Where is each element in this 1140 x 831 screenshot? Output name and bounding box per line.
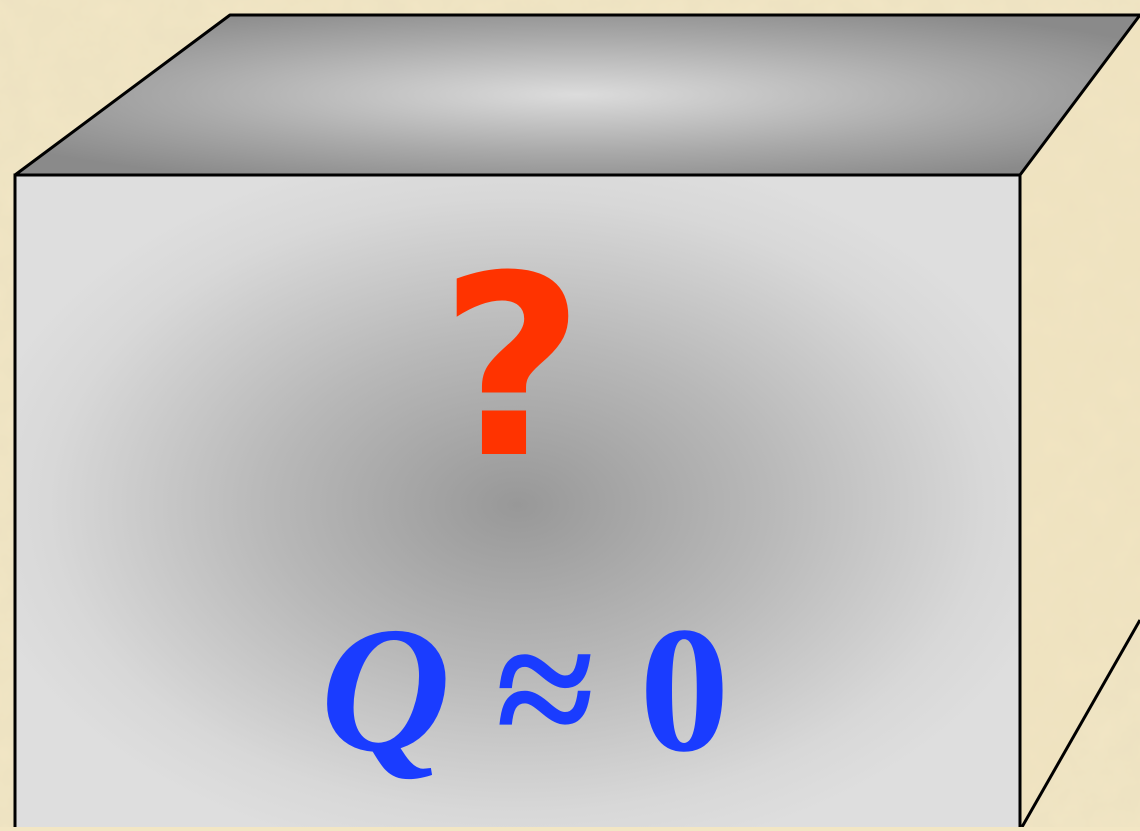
formula-relation: ≈ (496, 590, 595, 789)
formula: Q ≈ 0 (321, 600, 730, 780)
question-mark: ? (439, 243, 584, 493)
formula-variable: Q (321, 590, 451, 789)
formula-value: 0 (639, 590, 729, 789)
